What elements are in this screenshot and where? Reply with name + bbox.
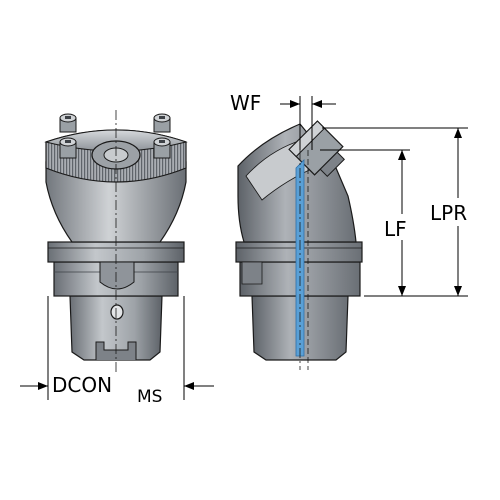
dcon-label: DCON (52, 373, 112, 397)
wf-label: WF (230, 91, 261, 115)
dcon-dimension: DCON MS (20, 296, 214, 407)
front-bolt-top-right (153, 113, 171, 133)
lf-label: LF (384, 217, 407, 241)
front-bolt-bottom-right (153, 137, 171, 159)
dcon-sub-label: MS (137, 387, 162, 407)
lpr-label: LPR (430, 201, 467, 225)
lpr-dimension: LPR (322, 127, 484, 296)
wf-dimension: WF (230, 91, 336, 150)
side-view (235, 120, 363, 370)
front-key-notch (99, 261, 135, 290)
lf-dimension: LF (320, 149, 468, 297)
front-bolt-bottom-left (59, 137, 77, 159)
front-hole (110, 304, 124, 320)
front-view (44, 110, 188, 372)
front-bolt-top-left (59, 113, 77, 133)
